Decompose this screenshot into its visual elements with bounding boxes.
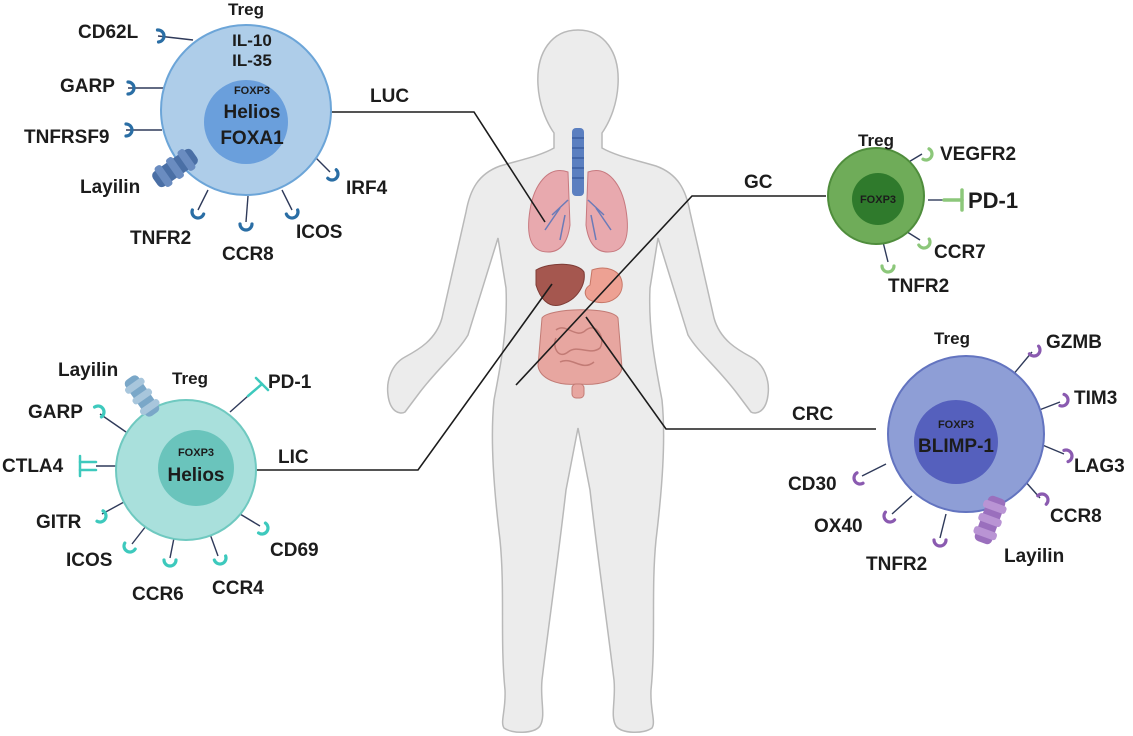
gc-foxp3: FOXP3 (860, 194, 896, 206)
gc-marker-ccr7: CCR7 (934, 242, 986, 263)
layilin-icon (152, 148, 198, 188)
treg-cell-gc: Treg FOXP3 VEGFR2 PD-1 CCR7 TNFR2 (827, 131, 1018, 297)
gc-cell-title: Treg (858, 131, 894, 150)
liver (535, 263, 585, 307)
organ-label-gc: GC (744, 172, 773, 193)
crc-marker-tim3: TIM3 (1074, 388, 1117, 409)
treg-cell-lic: Treg FOXP3 Helios Layilin PD-1 GARP CTLA… (2, 360, 319, 605)
lic-marker-garp: GARP (28, 402, 83, 423)
ctla4-receptor-icon (78, 454, 98, 478)
luc-cell-title: Treg (228, 0, 264, 19)
crc-connector (585, 316, 876, 430)
luc-marker-icos: ICOS (296, 222, 342, 243)
luc-connector (327, 111, 546, 223)
lic-connector (246, 283, 553, 471)
luc-foxp3: FOXP3 (234, 85, 270, 97)
connector-lines (246, 111, 876, 471)
treg-cell-crc: Treg FOXP3 BLIMP-1 GZMB TIM3 LAG3 CCR8 L… (788, 329, 1125, 575)
lic-cell-title: Treg (172, 369, 208, 388)
lic-marker-ccr4: CCR4 (212, 578, 264, 599)
layilin-icon (124, 375, 160, 417)
luc-cytokine-1: IL-10 (232, 31, 272, 50)
crc-marker-ox40: OX40 (814, 516, 863, 537)
luc-marker-tnfrsf9: TNFRSF9 (24, 127, 110, 148)
crc-nucleus-1: BLIMP-1 (918, 436, 994, 457)
lic-marker-cd69: CD69 (270, 540, 319, 561)
crc-marker-layilin: Layilin (1004, 546, 1064, 567)
organ-label-crc: CRC (792, 404, 833, 425)
lic-marker-gitr: GITR (36, 512, 82, 533)
lic-marker-pd-1: PD-1 (268, 372, 312, 393)
luc-marker-garp: GARP (60, 76, 115, 97)
organs (528, 128, 628, 399)
intestines (537, 309, 623, 399)
crc-marker-tnfr2: TNFR2 (866, 554, 927, 575)
luc-marker-irf4: IRF4 (346, 178, 388, 199)
organ-label-lic: LIC (278, 447, 309, 468)
trachea (572, 128, 584, 196)
lic-marker-icos: ICOS (66, 550, 112, 571)
organ-label-luc: LUC (370, 86, 409, 107)
lic-marker-ctla4: CTLA4 (2, 456, 64, 477)
crc-foxp3: FOXP3 (938, 419, 974, 431)
pd-1-receptor-icon (942, 188, 964, 212)
gc-connector (515, 195, 826, 386)
luc-nucleus-1: Helios (223, 102, 280, 123)
lungs (528, 170, 628, 253)
lic-nucleus-1: Helios (167, 465, 224, 486)
luc-marker-layilin: Layilin (80, 177, 140, 198)
crc-cell-title: Treg (934, 329, 970, 348)
stomach (584, 267, 623, 304)
crc-marker-gzmb: GZMB (1046, 332, 1102, 353)
lic-marker-ccr6: CCR6 (132, 584, 184, 605)
lic-marker-layilin: Layilin (58, 360, 118, 381)
crc-marker-ccr8: CCR8 (1050, 506, 1102, 527)
treg-cell-luc: Treg IL-10 IL-35 FOXP3 Helios FOXA1 CD62… (24, 0, 388, 265)
lic-foxp3: FOXP3 (178, 447, 214, 459)
crc-marker-cd30: CD30 (788, 474, 837, 495)
gc-marker-vegfr2: VEGFR2 (940, 144, 1016, 165)
luc-marker-cd62l: CD62L (78, 22, 139, 43)
luc-marker-tnfr2: TNFR2 (130, 228, 191, 249)
luc-marker-ccr8: CCR8 (222, 244, 274, 265)
gc-marker-pd-1: PD-1 (968, 188, 1018, 213)
pd-1-receptor-icon (246, 376, 270, 398)
crc-marker-lag3: LAG3 (1074, 456, 1125, 477)
luc-cytokine-2: IL-35 (232, 51, 272, 70)
layilin-icon (973, 495, 1007, 545)
gc-marker-tnfr2: TNFR2 (888, 276, 949, 297)
luc-nucleus-2: FOXA1 (220, 128, 284, 149)
